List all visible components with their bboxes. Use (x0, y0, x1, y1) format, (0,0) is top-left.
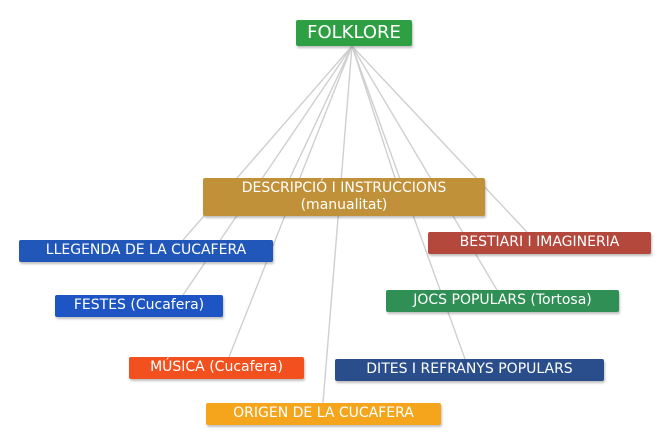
node-festes-cucafera[interactable]: FESTES (Cucafera) (55, 295, 223, 317)
node-festes-label: FESTES (Cucafera) (73, 297, 205, 313)
node-musica-cucafera[interactable]: MÚSICA (Cucafera) (129, 357, 304, 379)
root-node-label: FOLKLORE (307, 22, 401, 43)
node-origen-cucafera[interactable]: ORIGEN DE LA CUCAFERA (206, 403, 441, 425)
connector-line-descripcio (351, 45, 396, 179)
connector-line-bestiari (351, 45, 528, 233)
root-node-folklore[interactable]: FOLKLORE (296, 20, 412, 46)
node-llegenda-cucafera[interactable]: LLEGENDA DE LA CUCAFERA (19, 240, 273, 262)
node-dites-refranys[interactable]: DITES I REFRANYS POPULARS (335, 359, 604, 381)
node-jocs-label: JOCS POPULARS (Tortosa) (413, 292, 592, 308)
node-llegenda-label: LLEGENDA DE LA CUCAFERA (45, 242, 247, 258)
connector-line-origen (322, 45, 353, 404)
node-bestiari-label: BESTIARI I IMAGINERIA (459, 234, 620, 250)
node-musica-label: MÚSICA (Cucafera) (150, 359, 283, 375)
connector-line-descripcio (289, 45, 353, 179)
node-jocs-populars[interactable]: JOCS POPULARS (Tortosa) (386, 290, 619, 312)
node-descripcio-instruccions[interactable]: DESCRIPCIÓ I INSTRUCCIONS (manualitat) (203, 178, 485, 216)
node-bestiari-imagineria[interactable]: BESTIARI I IMAGINERIA (428, 232, 651, 254)
node-descripcio-label: DESCRIPCIÓ I INSTRUCCIONS (241, 180, 447, 196)
node-origen-label: ORIGEN DE LA CUCAFERA (233, 405, 414, 421)
node-dites-label: DITES I REFRANYS POPULARS (366, 361, 573, 377)
node-descripcio-sublabel: (manualitat) (300, 197, 388, 213)
